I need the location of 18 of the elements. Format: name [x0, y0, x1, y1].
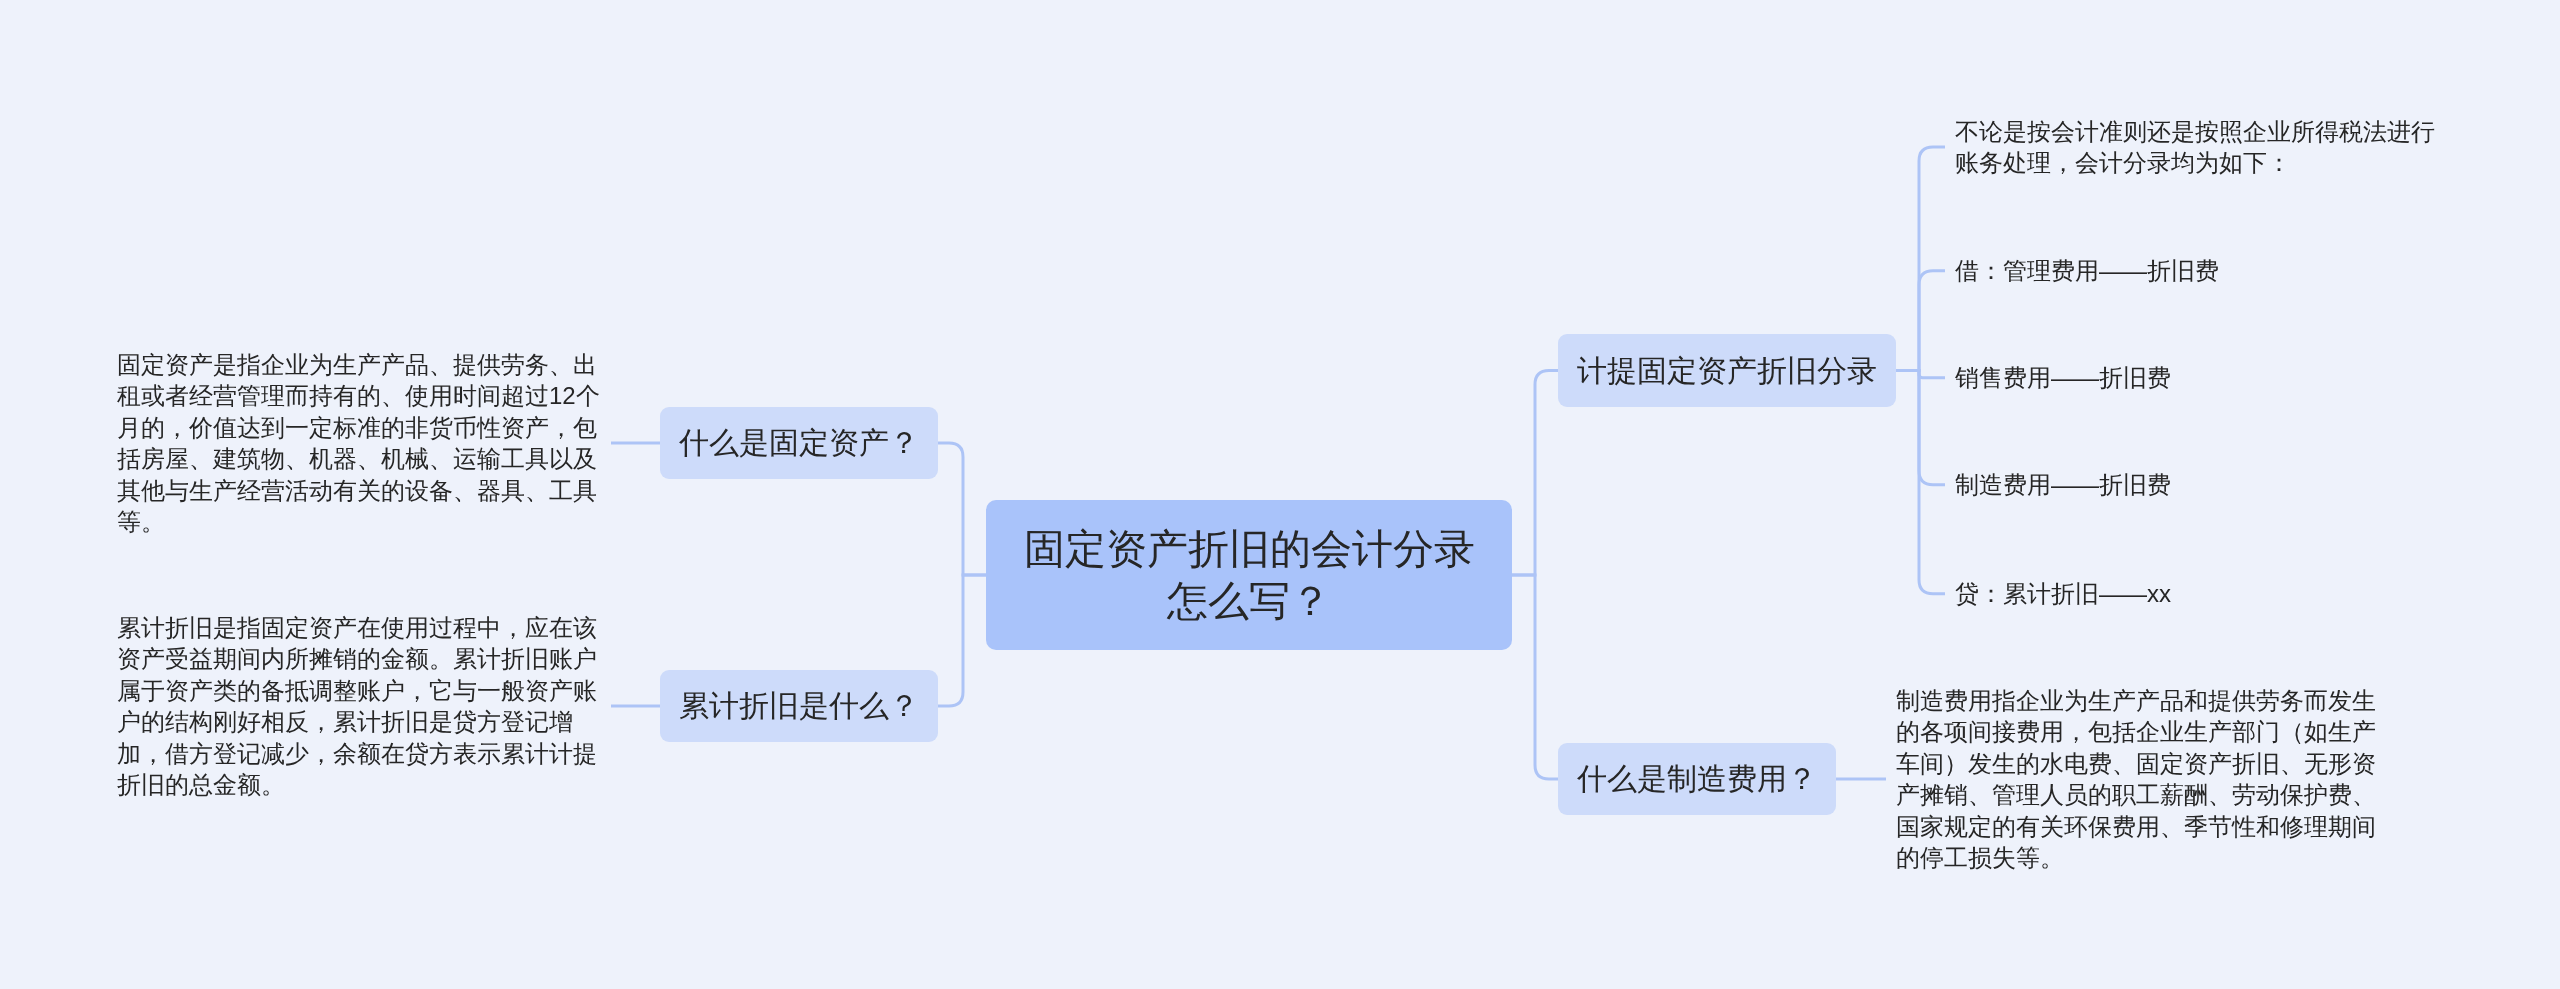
note-text: 不论是按会计准则还是按照企业所得税法进行账务处理，会计分录均为如下： — [1945, 113, 2457, 181]
connector-line — [1836, 777, 1886, 781]
topic-box: 什么是固定资产？ — [660, 407, 938, 479]
connector-line — [938, 573, 986, 708]
note-text: 借：管理费用——折旧费 — [1945, 253, 2457, 289]
topic-box: 什么是制造费用？ — [1558, 743, 1836, 815]
note-text: 销售费用——折旧费 — [1945, 360, 2457, 396]
note-text: 累计折旧是指固定资产在使用过程中，应在该资产受益期间内所摊销的金额。累计折旧账户属于资产类的备抵调整账户，它与一般资产账户的结构刚好相反，累计折旧是贷方登记增加，借方登记减少，余额在贷方表示累计计提折旧的总金额。 — [107, 609, 611, 803]
note-text: 贷：累计折旧——xx — [1945, 576, 2457, 612]
topic-box: 计提固定资产折旧分录 — [1558, 334, 1896, 407]
connector-line — [611, 704, 660, 708]
note-text: 制造费用指企业为生产产品和提供劳务而发生的各项间接费用，包括企业生产部门（如生产车间）发生的水电费、固定资产折旧、无形资产摊销、管理人员的职工薪酬、劳动保护费、国家规定的有关环保费用、季节性和修理期间的停工损失等。 — [1886, 682, 2394, 876]
note-text: 制造费用——折旧费 — [1945, 467, 2457, 503]
connector-line — [1512, 573, 1558, 781]
topic-box: 累计折旧是什么？ — [660, 670, 938, 742]
note-text: 固定资产是指企业为生产产品、提供劳务、出租或者经营管理而持有的、使用时间超过12个月的，价值达到一定标准的非货币性资产，包括房屋、建筑物、机器、机械、运输工具以及其他与生产经营活动有关的设备、器具、工具等。 — [107, 346, 611, 540]
connector-line — [611, 441, 660, 445]
central-topic-box: 固定资产折旧的会计分录怎么写？ — [986, 500, 1512, 650]
